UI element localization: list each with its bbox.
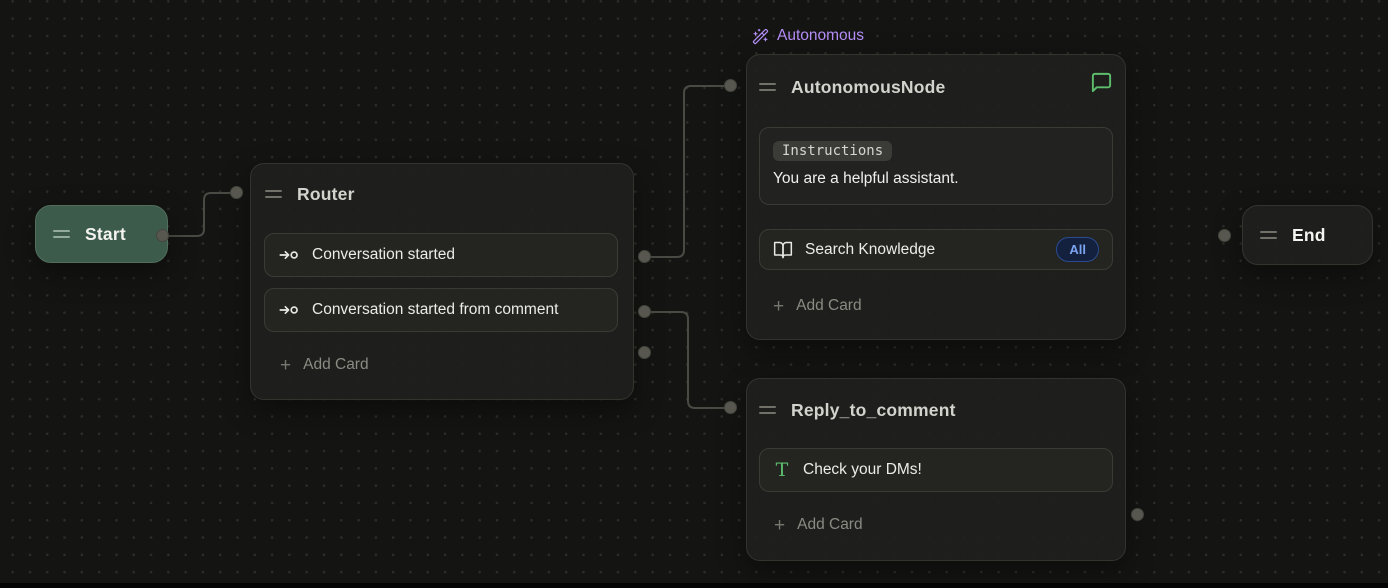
connection-router-to-reply[interactable] (644, 311, 726, 409)
drag-handle-icon[interactable] (1260, 231, 1277, 239)
plus-icon: + (774, 514, 786, 536)
router-node[interactable]: Router Conversation started Conversation… (250, 163, 634, 400)
knowledge-scope-badge[interactable]: All (1056, 237, 1099, 262)
end-input-port[interactable] (1218, 229, 1231, 242)
reply-to-comment-node[interactable]: Reply_to_comment T Check your DMs! + Add… (746, 378, 1126, 561)
connection-router-to-autonomous[interactable] (644, 85, 726, 258)
autonomous-node[interactable]: AutonomousNode Instructions You are a he… (746, 54, 1126, 340)
router-card-conversation-started-from-comment[interactable]: Conversation started from comment (264, 288, 618, 332)
card-label: Conversation started from comment (312, 301, 559, 318)
drag-handle-icon[interactable] (265, 190, 282, 198)
autonomous-node-title: AutonomousNode (791, 76, 946, 97)
reply-output-port[interactable] (1131, 508, 1144, 521)
instructions-text: You are a helpful assistant. (773, 170, 959, 187)
add-card-label: Add Card (797, 516, 863, 533)
drag-handle-icon[interactable] (53, 230, 70, 238)
drag-handle-icon[interactable] (759, 406, 776, 414)
card-label: Check your DMs! (803, 461, 922, 478)
start-node[interactable]: Start (35, 205, 168, 263)
instructions-label: Instructions (773, 141, 893, 161)
text-tool-icon: T (775, 459, 789, 481)
drag-handle-icon[interactable] (759, 83, 776, 91)
autonomous-tag: Autonomous (752, 27, 864, 45)
router-card-conversation-started[interactable]: Conversation started (264, 233, 618, 277)
end-node[interactable]: End (1242, 205, 1373, 265)
trigger-arrow-circle-icon (279, 250, 298, 260)
router-output-port-2[interactable] (638, 305, 651, 318)
autonomous-input-port[interactable] (724, 79, 737, 92)
router-output-port-1[interactable] (638, 250, 651, 263)
wand-sparkles-icon (752, 28, 769, 44)
plus-icon: + (280, 354, 292, 376)
reply-add-card-button[interactable]: + Add Card (774, 514, 863, 536)
reply-text-card[interactable]: T Check your DMs! (759, 448, 1113, 492)
search-knowledge-card[interactable]: Search Knowledge All (759, 229, 1113, 270)
router-add-card-button[interactable]: + Add Card (280, 354, 369, 376)
reply-node-title: Reply_to_comment (791, 399, 956, 420)
reply-input-port[interactable] (724, 401, 737, 414)
message-square-icon[interactable] (1090, 71, 1113, 94)
router-output-port-3[interactable] (638, 346, 651, 359)
book-open-icon (773, 241, 793, 258)
add-card-label: Add Card (303, 356, 369, 373)
autonomous-add-card-button[interactable]: + Add Card (773, 295, 862, 317)
start-output-port[interactable] (156, 229, 169, 242)
instructions-card[interactable]: Instructions You are a helpful assistant… (759, 127, 1113, 205)
trigger-arrow-circle-icon (279, 305, 298, 315)
add-card-label: Add Card (796, 297, 862, 314)
connection-start-to-router[interactable] (162, 192, 232, 237)
router-node-title: Router (297, 183, 355, 204)
card-label: Conversation started (312, 246, 456, 263)
start-node-title: Start (85, 223, 126, 244)
router-input-port[interactable] (230, 186, 243, 199)
autonomous-tag-label: Autonomous (777, 27, 865, 44)
canvas-bottom-edge (0, 583, 1388, 588)
end-node-title: End (1292, 224, 1326, 245)
card-label: Search Knowledge (805, 240, 936, 258)
plus-icon: + (773, 295, 785, 317)
